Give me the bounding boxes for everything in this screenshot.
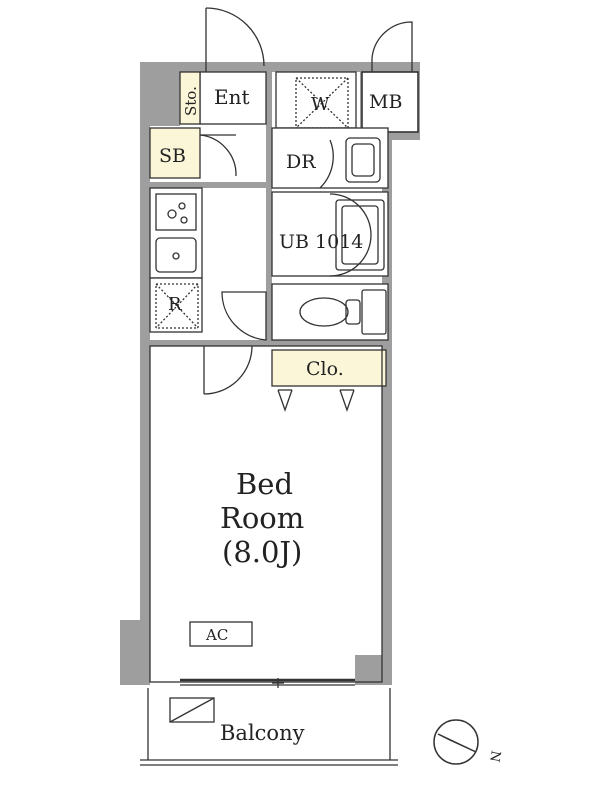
bedroom-label-line1: Bed: [236, 467, 293, 501]
washer-label: W: [311, 94, 330, 115]
closet-label: Clo.: [306, 358, 344, 380]
shoe-box-label: SB: [159, 145, 186, 167]
meter-box-label: MB: [369, 91, 402, 113]
unit-bath-label: UB 1014: [279, 231, 363, 253]
compass-north-label: N: [486, 749, 503, 763]
interior-lines: [140, 7, 419, 766]
bedroom-size-label: (8.0J): [222, 535, 302, 569]
dressing-room-label: DR: [286, 151, 316, 173]
balcony-label: Balcony: [220, 721, 305, 745]
compass-needle-icon: [437, 733, 477, 753]
compass-circle: [433, 719, 479, 765]
refrigerator-label: R: [168, 294, 182, 315]
entrance-label: Ent: [214, 85, 250, 109]
bedroom-label-line2: Room: [220, 501, 304, 535]
compass: [433, 719, 479, 765]
air-conditioner-label: AC: [205, 626, 228, 644]
storage-label: Sto.: [182, 86, 200, 116]
